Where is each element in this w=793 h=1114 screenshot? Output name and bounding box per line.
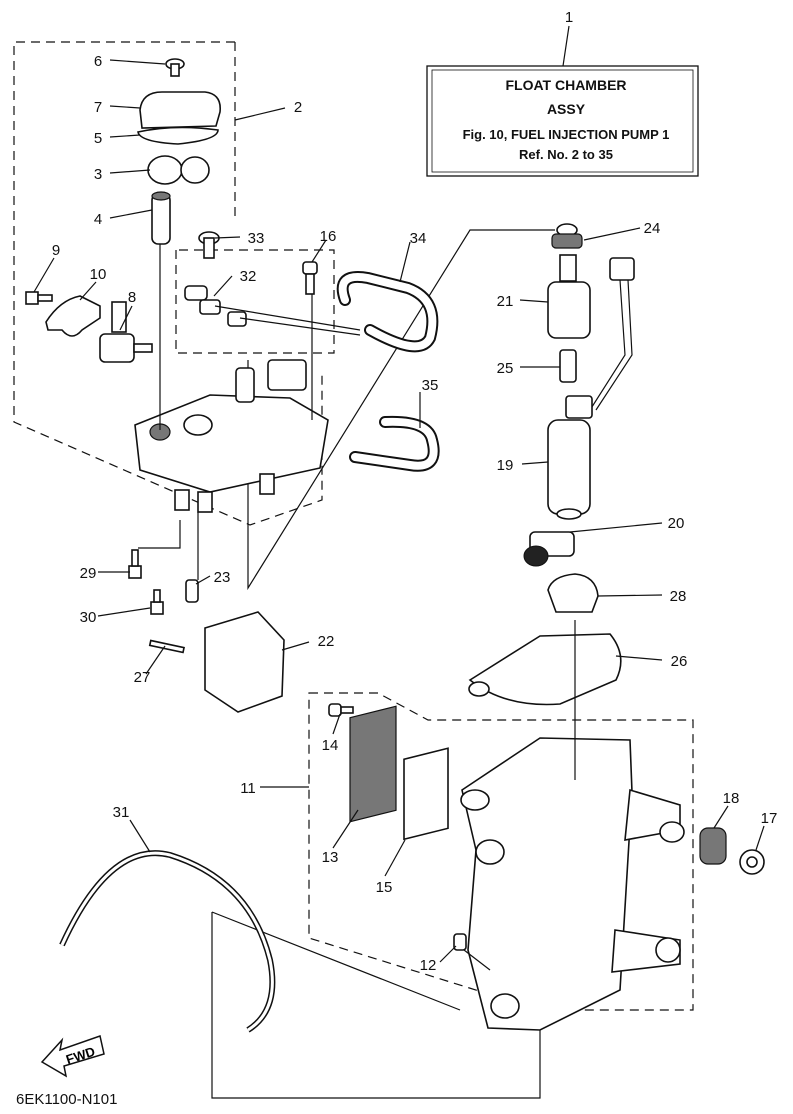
callout-15: 15	[376, 879, 393, 896]
callout-14: 14	[322, 737, 339, 754]
callout-9: 9	[52, 242, 60, 259]
title-line-4: Ref. No. 2 to 35	[519, 147, 613, 162]
callout-20: 20	[668, 515, 685, 532]
callout-numbers: 1 2 3 4 5 6 7 8 9 10 11 12 13 14 15 16 1…	[52, 9, 778, 974]
bolt-30	[150, 589, 164, 615]
holder-28	[547, 573, 599, 613]
callout-23: 23	[214, 569, 231, 586]
callout-31: 31	[113, 804, 130, 821]
bolt-29	[128, 549, 142, 579]
catalog-code: 6EK1100-N101	[16, 1091, 117, 1108]
callout-16: 16	[320, 228, 337, 245]
callout-8: 8	[128, 289, 136, 306]
callout-13: 13	[322, 849, 339, 866]
callout-33: 33	[248, 230, 265, 247]
callout-18: 18	[723, 790, 740, 807]
callout-19: 19	[497, 457, 514, 474]
callout-35: 35	[422, 377, 439, 394]
callout-1: 1	[565, 9, 573, 26]
callout-10: 10	[90, 266, 107, 283]
hose-31	[59, 850, 276, 1033]
callout-5: 5	[94, 130, 102, 147]
leader-lines	[33, 59, 765, 963]
callout-12: 12	[420, 957, 437, 974]
title-line-3: Fig. 10, FUEL INJECTION PUMP 1	[463, 127, 670, 142]
callout-22: 22	[318, 633, 335, 650]
callout-27: 27	[134, 669, 151, 686]
part-drawings	[25, 58, 765, 1033]
fwd-arrow: FWD	[40, 1035, 105, 1078]
screw-12	[453, 933, 491, 971]
callout-3: 3	[94, 166, 102, 183]
hose-35	[351, 417, 438, 470]
title-line-1: FLOAT CHAMBER	[505, 77, 626, 93]
gasket-15	[403, 747, 449, 841]
grommet-18	[699, 827, 727, 865]
callout-2: 2	[294, 99, 302, 116]
screw-16	[302, 261, 318, 295]
callout-25: 25	[497, 360, 514, 377]
bracket-20	[523, 531, 575, 567]
gasket-5	[137, 126, 219, 145]
callout-7: 7	[94, 99, 102, 116]
valve-23	[185, 579, 199, 603]
callout-17: 17	[761, 810, 778, 827]
grommet-24	[551, 223, 583, 249]
float-chamber-cover	[134, 359, 329, 513]
bracket-10	[45, 295, 101, 337]
wire-harness	[589, 257, 635, 411]
cover-7	[139, 91, 222, 129]
pin-27	[148, 639, 185, 654]
plate-13	[349, 705, 397, 823]
screw-14	[328, 703, 354, 717]
cover-22	[204, 611, 285, 713]
valve-8	[99, 301, 153, 363]
callout-30: 30	[80, 609, 97, 626]
fuel-pump-19	[547, 395, 593, 520]
bolt-9	[25, 291, 53, 305]
title-box: FLOAT CHAMBER ASSY Fig. 10, FUEL INJECTI…	[426, 25, 699, 177]
callout-32: 32	[240, 268, 257, 285]
callout-24: 24	[644, 220, 661, 237]
filter-21	[547, 254, 591, 339]
clip-32	[184, 285, 361, 336]
callout-11: 11	[240, 780, 256, 797]
screw-33	[198, 231, 220, 259]
callout-6: 6	[94, 53, 102, 70]
float-chamber-body	[460, 737, 685, 1031]
callout-29: 29	[80, 565, 97, 582]
gasket-26	[468, 633, 622, 706]
callout-34: 34	[410, 230, 427, 247]
callout-28: 28	[670, 588, 687, 605]
collar-17	[739, 849, 765, 875]
clamp-3	[147, 155, 210, 185]
callout-4: 4	[94, 211, 102, 228]
callout-26: 26	[671, 653, 688, 670]
callout-21: 21	[497, 293, 514, 310]
screw-6	[165, 58, 185, 77]
joint-4	[151, 191, 171, 245]
filter-element-25	[559, 349, 577, 383]
title-line-2: ASSY	[547, 101, 586, 117]
